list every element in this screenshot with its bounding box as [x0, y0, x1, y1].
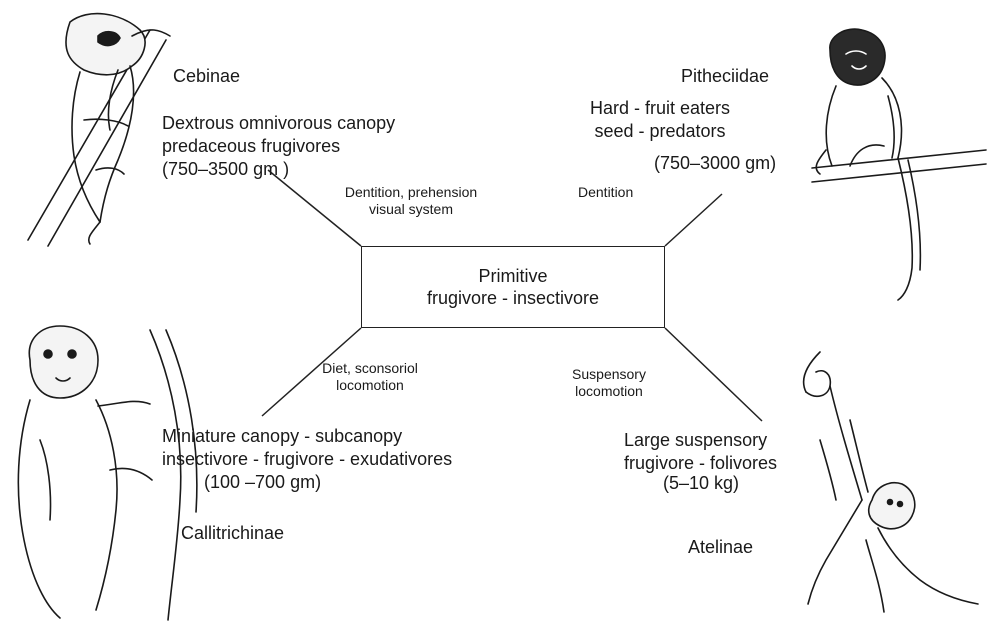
center-line-1: Primitive — [478, 265, 547, 288]
cebinae-mass: (750–3500 gm ) — [162, 159, 289, 181]
cebinae-branch-label-line-2: visual system — [316, 201, 506, 218]
pitheciidae-illustration — [812, 29, 986, 300]
center-line-2: frugivore - insectivore — [427, 287, 599, 310]
branch-line-atelinae — [665, 328, 762, 421]
branch-line-pitheciidae — [665, 194, 722, 246]
callitrichinae-desc-line-1: Miniature canopy - subcanopy — [162, 426, 402, 448]
atelinae-branch-label-line-1: Suspensory — [554, 366, 664, 383]
cebinae-branch-label: Dentition, prehension visual system — [316, 184, 506, 218]
atelinae-illustration — [804, 352, 978, 612]
atelinae-name: Atelinae — [688, 537, 753, 559]
cebinae-illustration — [28, 14, 170, 246]
callitrichinae-branch-label-line-2: locomotion — [310, 377, 430, 394]
cebinae-desc-line-1: Dextrous omnivorous canopy — [162, 113, 395, 135]
callitrichinae-name: Callitrichinae — [181, 523, 284, 545]
cebinae-desc-line-2: predaceous frugivores — [162, 136, 340, 158]
pitheciidae-desc-line-2: seed - predators — [560, 121, 760, 143]
callitrichinae-branch-label-line-1: Diet, sconsoriol — [310, 360, 430, 377]
atelinae-desc-line-1: Large suspensory — [624, 430, 767, 452]
pitheciidae-branch-label: Dentition — [578, 184, 633, 201]
atelinae-branch-label-line-2: locomotion — [554, 383, 664, 400]
atelinae-desc-line-2: frugivore - folivores — [624, 453, 777, 475]
callitrichinae-mass: (100 –700 gm) — [204, 472, 321, 494]
callitrichinae-desc-line-2: insectivore - frugivore - exudativores — [162, 449, 452, 471]
atelinae-mass: (5–10 kg) — [663, 473, 739, 495]
pitheciidae-name: Pitheciidae — [681, 66, 769, 88]
cebinae-branch-label-line-1: Dentition, prehension — [316, 184, 506, 201]
callitrichinae-branch-label: Diet, sconsoriol locomotion — [310, 360, 430, 394]
callitrichinae-illustration — [18, 326, 197, 620]
pitheciidae-mass: (750–3000 gm) — [654, 153, 776, 175]
pitheciidae-desc-line-1: Hard - fruit eaters — [560, 98, 760, 120]
cebinae-name: Cebinae — [173, 66, 240, 88]
center-node: Primitive frugivore - insectivore — [361, 246, 665, 328]
atelinae-branch-label: Suspensory locomotion — [554, 366, 664, 400]
